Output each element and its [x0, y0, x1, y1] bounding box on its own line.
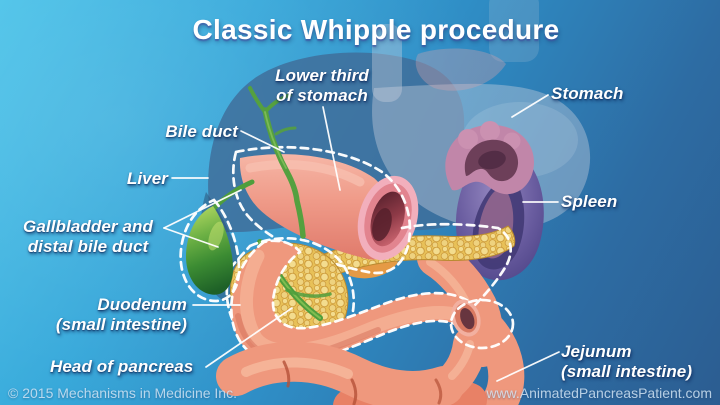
- label-line: distal bile duct: [27, 237, 149, 256]
- label-bile-duct: Bile duct: [120, 122, 238, 142]
- label-line: (small intestine): [55, 315, 187, 334]
- leader-line-gallbladder-lower: [163, 227, 219, 248]
- page-title: Classic Whipple procedure: [192, 14, 560, 45]
- resection-outline-stomach: [231, 145, 412, 275]
- resection-outline-gallbladder: [179, 198, 241, 303]
- label-line: Jejunum: [561, 342, 632, 361]
- label-line: (small intestine): [561, 362, 693, 381]
- label-spleen: Spleen: [561, 192, 617, 212]
- leader-lines: [163, 94, 560, 382]
- label-line: Lower third: [275, 66, 369, 85]
- resection-outline-pancreas-neck: [400, 222, 513, 308]
- label-line: Spleen: [561, 192, 618, 211]
- leader-line-head-of-pancreas: [205, 307, 293, 368]
- label-line: Liver: [126, 169, 168, 188]
- label-line: Stomach: [551, 84, 624, 103]
- label-duodenum: Duodenum (small intestine): [27, 295, 187, 335]
- label-line: of stomach: [276, 86, 368, 105]
- label-liver: Liver: [60, 169, 168, 189]
- website-text: www.AnimatedPancreasPatient.com: [486, 385, 712, 401]
- fundus-tint: [415, 48, 506, 91]
- label-head-of-pancreas: Head of pancreas: [50, 357, 193, 377]
- leader-line-bile-duct: [240, 130, 285, 153]
- label-line: Duodenum: [97, 295, 187, 314]
- gallbladder-shape: [185, 179, 255, 295]
- esophagus-silhouette: [372, 24, 402, 102]
- label-line: Gallbladder and: [23, 217, 153, 236]
- label-line: Bile duct: [165, 122, 238, 141]
- label-gallbladder: Gallbladder and distal bile duct: [6, 217, 170, 257]
- label-jejunum: Jejunum (small intestine): [561, 342, 692, 382]
- jejunum-shape: [216, 312, 525, 405]
- leader-line-gallbladder-upper: [163, 189, 242, 229]
- stomach-remnant-shape: [445, 121, 534, 195]
- label-stomach: Stomach: [551, 84, 624, 104]
- leader-line-jejunum: [496, 351, 560, 382]
- resection-outline-jejunum-stump: [449, 298, 515, 350]
- bile-duct-shape: [248, 86, 306, 239]
- label-line: Head of pancreas: [50, 357, 194, 376]
- label-lower-third-of-stomach: Lower third of stomach: [242, 66, 402, 106]
- leader-line-lower-third: [322, 106, 341, 191]
- upper-stomach-silhouette: [489, 0, 539, 62]
- leader-line-stomach: [511, 94, 549, 118]
- copyright-text: © 2015 Mechanisms in Medicine Inc.: [8, 385, 237, 401]
